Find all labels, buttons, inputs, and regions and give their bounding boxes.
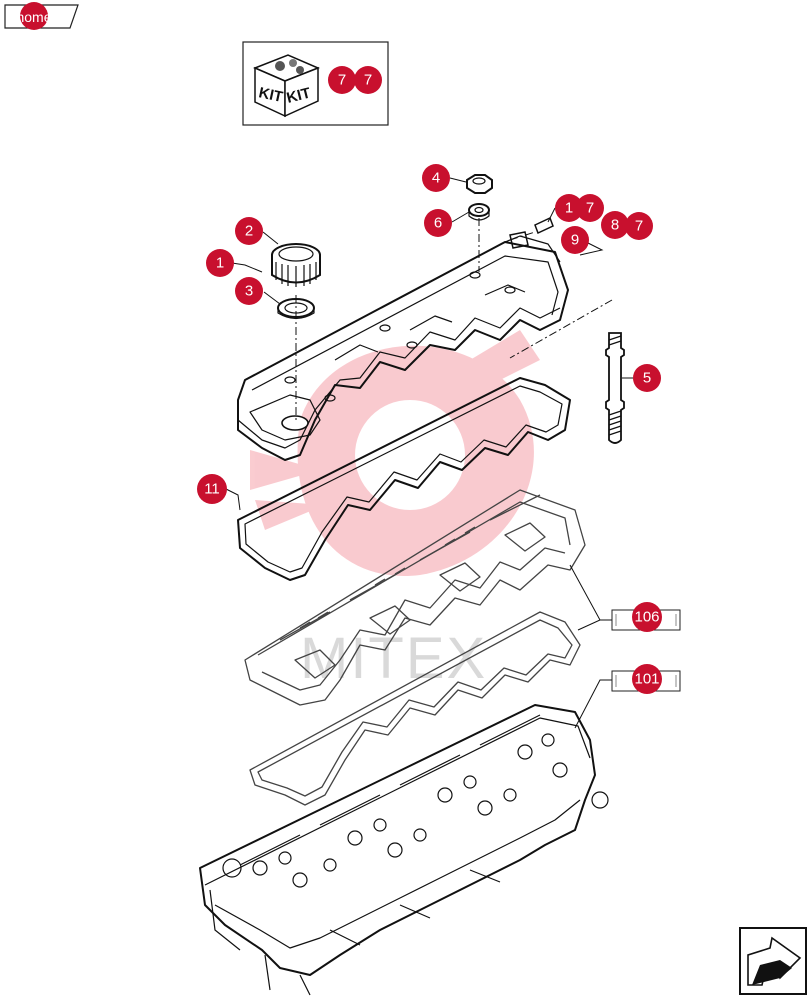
kit-label-right: KIT <box>285 85 313 107</box>
svg-text:11: 11 <box>204 481 220 498</box>
cylinder-head-gasket <box>249 611 581 806</box>
svg-text:5: 5 <box>643 370 651 387</box>
svg-text:4: 4 <box>432 170 440 187</box>
svg-text:7: 7 <box>364 72 372 89</box>
stud-bolt <box>605 332 625 444</box>
svg-text:6: 6 <box>434 215 442 232</box>
svg-text:2: 2 <box>245 223 253 240</box>
svg-text:7: 7 <box>338 72 346 89</box>
callout-101-tag[interactable]: 101 <box>611 664 681 694</box>
callout-3[interactable]: 3 <box>235 277 263 305</box>
callout-5[interactable]: 5 <box>633 364 661 392</box>
valve-cover-gasket-inner <box>244 385 563 573</box>
assembly-lines <box>295 218 613 420</box>
rocker-carrier <box>244 489 586 706</box>
home-tab[interactable]: home <box>4 2 79 30</box>
callout-106-tag[interactable]: 106 <box>611 602 681 632</box>
nut <box>466 174 493 194</box>
callout-1[interactable]: 1 <box>206 249 234 277</box>
cylinder-head <box>199 704 609 996</box>
callout-2[interactable]: 2 <box>235 217 263 245</box>
cylinder-head-gasket-inner <box>257 619 573 797</box>
callout-10[interactable]: 1 <box>555 194 583 222</box>
kit-box-icon: KIT KIT <box>253 54 320 118</box>
home-label: home <box>16 9 51 25</box>
callout-101-label: 101 <box>634 671 659 688</box>
svg-text:1: 1 <box>565 200 573 217</box>
kit-ref-badge-b[interactable]: 7 <box>354 66 382 94</box>
callout-11[interactable]: 11 <box>197 474 227 504</box>
callout-4[interactable]: 4 <box>422 164 450 192</box>
callout-8[interactable]: 8 <box>601 211 629 239</box>
leader-lines <box>225 177 633 729</box>
svg-text:1: 1 <box>216 255 224 272</box>
kit-label-left: KIT <box>257 84 284 106</box>
next-page-arrow-icon[interactable] <box>739 927 807 995</box>
kit-box[interactable]: KIT KIT 7 7 <box>242 41 389 126</box>
kit-ref-badge-a[interactable]: 7 <box>328 66 356 94</box>
washer <box>468 203 490 221</box>
callout-106-label: 106 <box>634 609 659 626</box>
svg-text:3: 3 <box>245 283 253 300</box>
svg-text:7: 7 <box>586 200 594 217</box>
callout-9[interactable]: 9 <box>561 226 589 254</box>
cylinder-head-ports <box>222 733 609 888</box>
valve-cover-gasket <box>237 377 571 581</box>
svg-text:7: 7 <box>635 218 643 235</box>
svg-text:9: 9 <box>571 232 579 249</box>
svg-text:8: 8 <box>611 217 619 234</box>
valve-cover <box>237 235 569 461</box>
callout-7a[interactable]: 7 <box>576 194 604 222</box>
callout-7b[interactable]: 7 <box>625 212 653 240</box>
callout-6[interactable]: 6 <box>424 209 452 237</box>
oil-filler-cap <box>271 243 321 287</box>
